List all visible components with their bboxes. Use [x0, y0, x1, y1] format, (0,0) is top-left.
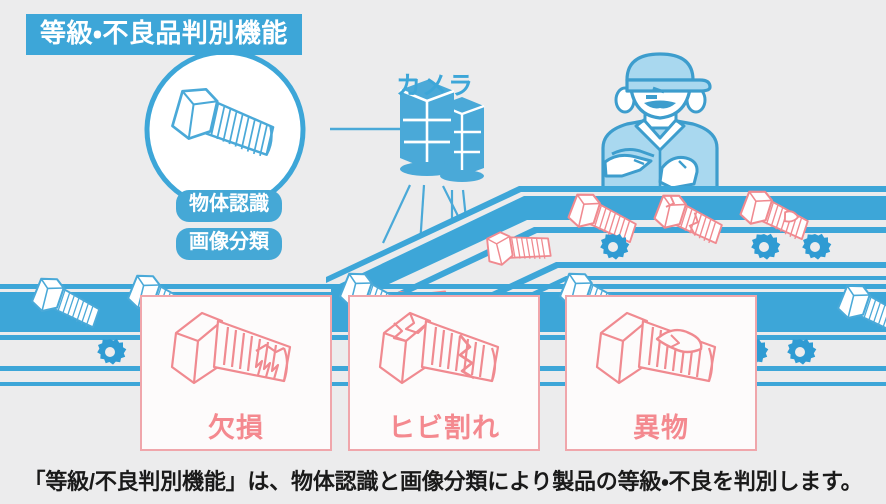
worker-figure — [601, 52, 719, 190]
bolt-chipped-icon — [142, 297, 330, 405]
camera-label: カメラ — [396, 72, 475, 100]
defect-card-label: ヒビ割れ — [388, 413, 500, 443]
camera-unit-1 — [399, 80, 455, 176]
magnifier-circle — [144, 49, 306, 211]
defect-card-foreign-object: 異物 — [565, 295, 757, 451]
title-banner: 等級・不良品判別機能 — [26, 14, 302, 56]
caption-text: 「等級/不良判別機能」は、物体認識と画像分類により製品の等級・不良を判別します。 — [0, 455, 886, 504]
bolt-foreign-object-icon — [567, 297, 755, 405]
tag-object-recognition: 物体認識 — [176, 190, 282, 222]
tag-image-classification: 画像分類 — [176, 228, 282, 260]
upper-belt-bolt-3 — [736, 186, 814, 242]
bolt-cracked-icon — [350, 297, 538, 405]
defect-card-label: 異物 — [633, 413, 689, 443]
defect-card-chipped: 欠損 — [140, 295, 332, 451]
defect-card-cracked: ヒビ割れ — [348, 295, 540, 451]
defect-card-label: 欠損 — [208, 413, 264, 443]
upper-belt-bolt-2 — [650, 190, 728, 246]
